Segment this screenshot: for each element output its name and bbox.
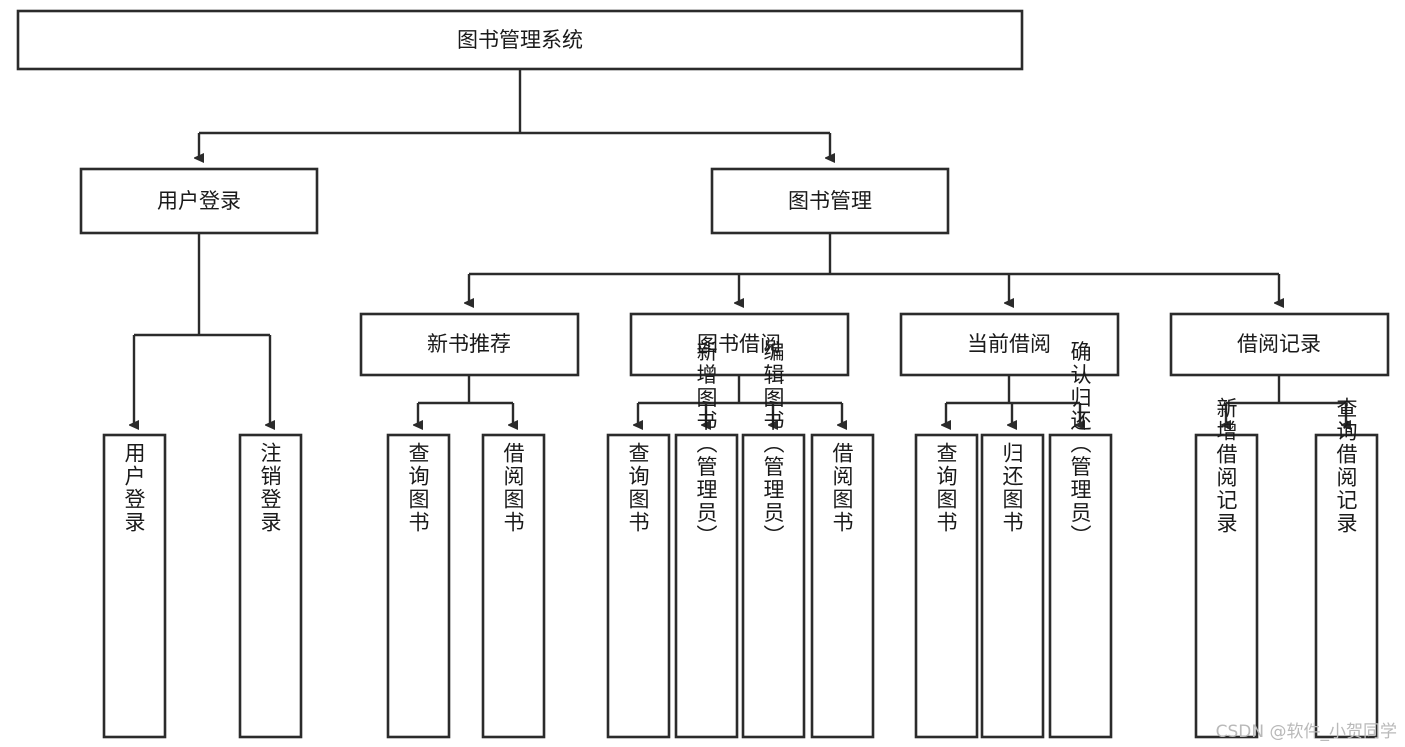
connector-layer <box>134 69 1346 425</box>
leaf-borrow-record-query[interactable]: 查询借阅记录 <box>1314 397 1379 739</box>
node-book-manage-label: 图书管理 <box>788 189 872 213</box>
leaf-current-borrow-return-label: 归还图书 <box>1000 442 1024 534</box>
leaf-borrow-record-query-box <box>1314 433 1379 739</box>
node-borrow-record-box <box>1169 312 1390 377</box>
leaf-current-borrow-confirm-label: 确认归还（管理员） <box>1068 341 1092 548</box>
leaf-user-login-logout-box <box>238 433 303 739</box>
node-borrow-record[interactable]: 借阅记录 <box>1169 312 1390 377</box>
leaf-user-login-login[interactable]: 用户登录 <box>102 433 167 739</box>
leaf-book-borrow-edit-box <box>741 433 806 739</box>
node-book-manage-box <box>710 167 950 235</box>
node-current-borrow-box <box>899 312 1120 377</box>
leaf-current-borrow-confirm-box <box>1048 433 1113 739</box>
leaf-user-login-logout-label: 注销登录 <box>258 442 282 534</box>
leaf-book-borrow-query[interactable]: 查询图书 <box>606 433 671 739</box>
node-book-borrow-label: 图书借阅 <box>697 332 781 356</box>
leaf-borrow-record-add-box <box>1194 433 1259 739</box>
leaf-current-borrow-confirm[interactable]: 确认归还（管理员） <box>1048 341 1113 739</box>
node-book-manage[interactable]: 图书管理 <box>710 167 950 235</box>
node-user-login-label: 用户登录 <box>157 189 241 213</box>
leaf-book-borrow-borrow[interactable]: 借阅图书 <box>810 433 875 739</box>
leaf-new-book-query-label: 查询图书 <box>406 442 430 534</box>
leaf-borrow-record-add-label: 新增借阅记录 <box>1214 397 1238 535</box>
leaf-user-login-login-box <box>102 433 167 739</box>
node-new-book-recommend-label: 新书推荐 <box>427 332 511 356</box>
node-book-borrow-box <box>629 312 850 377</box>
node-root-label: 图书管理系统 <box>457 28 583 52</box>
leaf-current-borrow-return-box <box>980 433 1045 739</box>
leaf-current-borrow-return[interactable]: 归还图书 <box>980 433 1045 739</box>
leaf-book-borrow-query-box <box>606 433 671 739</box>
leaf-book-borrow-add[interactable]: 新增图书（管理员） <box>674 341 739 739</box>
leaf-current-borrow-query[interactable]: 查询图书 <box>914 433 979 739</box>
leaf-current-borrow-query-label: 查询图书 <box>934 442 958 534</box>
node-root-system[interactable]: 图书管理系统 <box>16 9 1024 71</box>
csdn-watermark: CSDN @软件_小贺同学 <box>1216 722 1397 742</box>
leaf-book-borrow-edit[interactable]: 编辑图书（管理员） <box>741 341 806 739</box>
node-current-borrow[interactable]: 当前借阅 <box>899 312 1120 377</box>
leaf-new-book-borrow[interactable]: 借阅图书 <box>481 433 546 739</box>
leaf-book-borrow-add-box <box>674 433 739 739</box>
leaf-user-login-login-label: 用户登录 <box>122 442 146 534</box>
node-borrow-record-label: 借阅记录 <box>1237 332 1321 356</box>
node-root-box <box>16 9 1024 71</box>
leaf-new-book-query[interactable]: 查询图书 <box>386 433 451 739</box>
leaf-book-borrow-edit-label: 编辑图书（管理员） <box>761 341 785 548</box>
node-book-borrow[interactable]: 图书借阅 <box>629 312 850 377</box>
leaf-new-book-borrow-box <box>481 433 546 739</box>
leaf-user-login-logout[interactable]: 注销登录 <box>238 433 303 739</box>
leaf-book-borrow-borrow-box <box>810 433 875 739</box>
leaf-new-book-borrow-label: 借阅图书 <box>501 442 525 534</box>
node-user-login[interactable]: 用户登录 <box>79 167 319 235</box>
leaf-book-borrow-query-label: 查询图书 <box>626 442 650 534</box>
leaf-borrow-record-query-label: 查询借阅记录 <box>1334 397 1358 535</box>
leaf-current-borrow-query-box <box>914 433 979 739</box>
node-user-login-box <box>79 167 319 235</box>
node-current-borrow-label: 当前借阅 <box>967 332 1051 356</box>
node-new-book-recommend-box <box>359 312 580 377</box>
leaf-new-book-query-box <box>386 433 451 739</box>
leaf-book-borrow-add-label: 新增图书（管理员） <box>694 341 718 548</box>
leaf-borrow-record-add[interactable]: 新增借阅记录 <box>1194 397 1259 739</box>
leaf-book-borrow-borrow-label: 借阅图书 <box>830 442 854 534</box>
node-new-book-recommend[interactable]: 新书推荐 <box>359 312 580 377</box>
